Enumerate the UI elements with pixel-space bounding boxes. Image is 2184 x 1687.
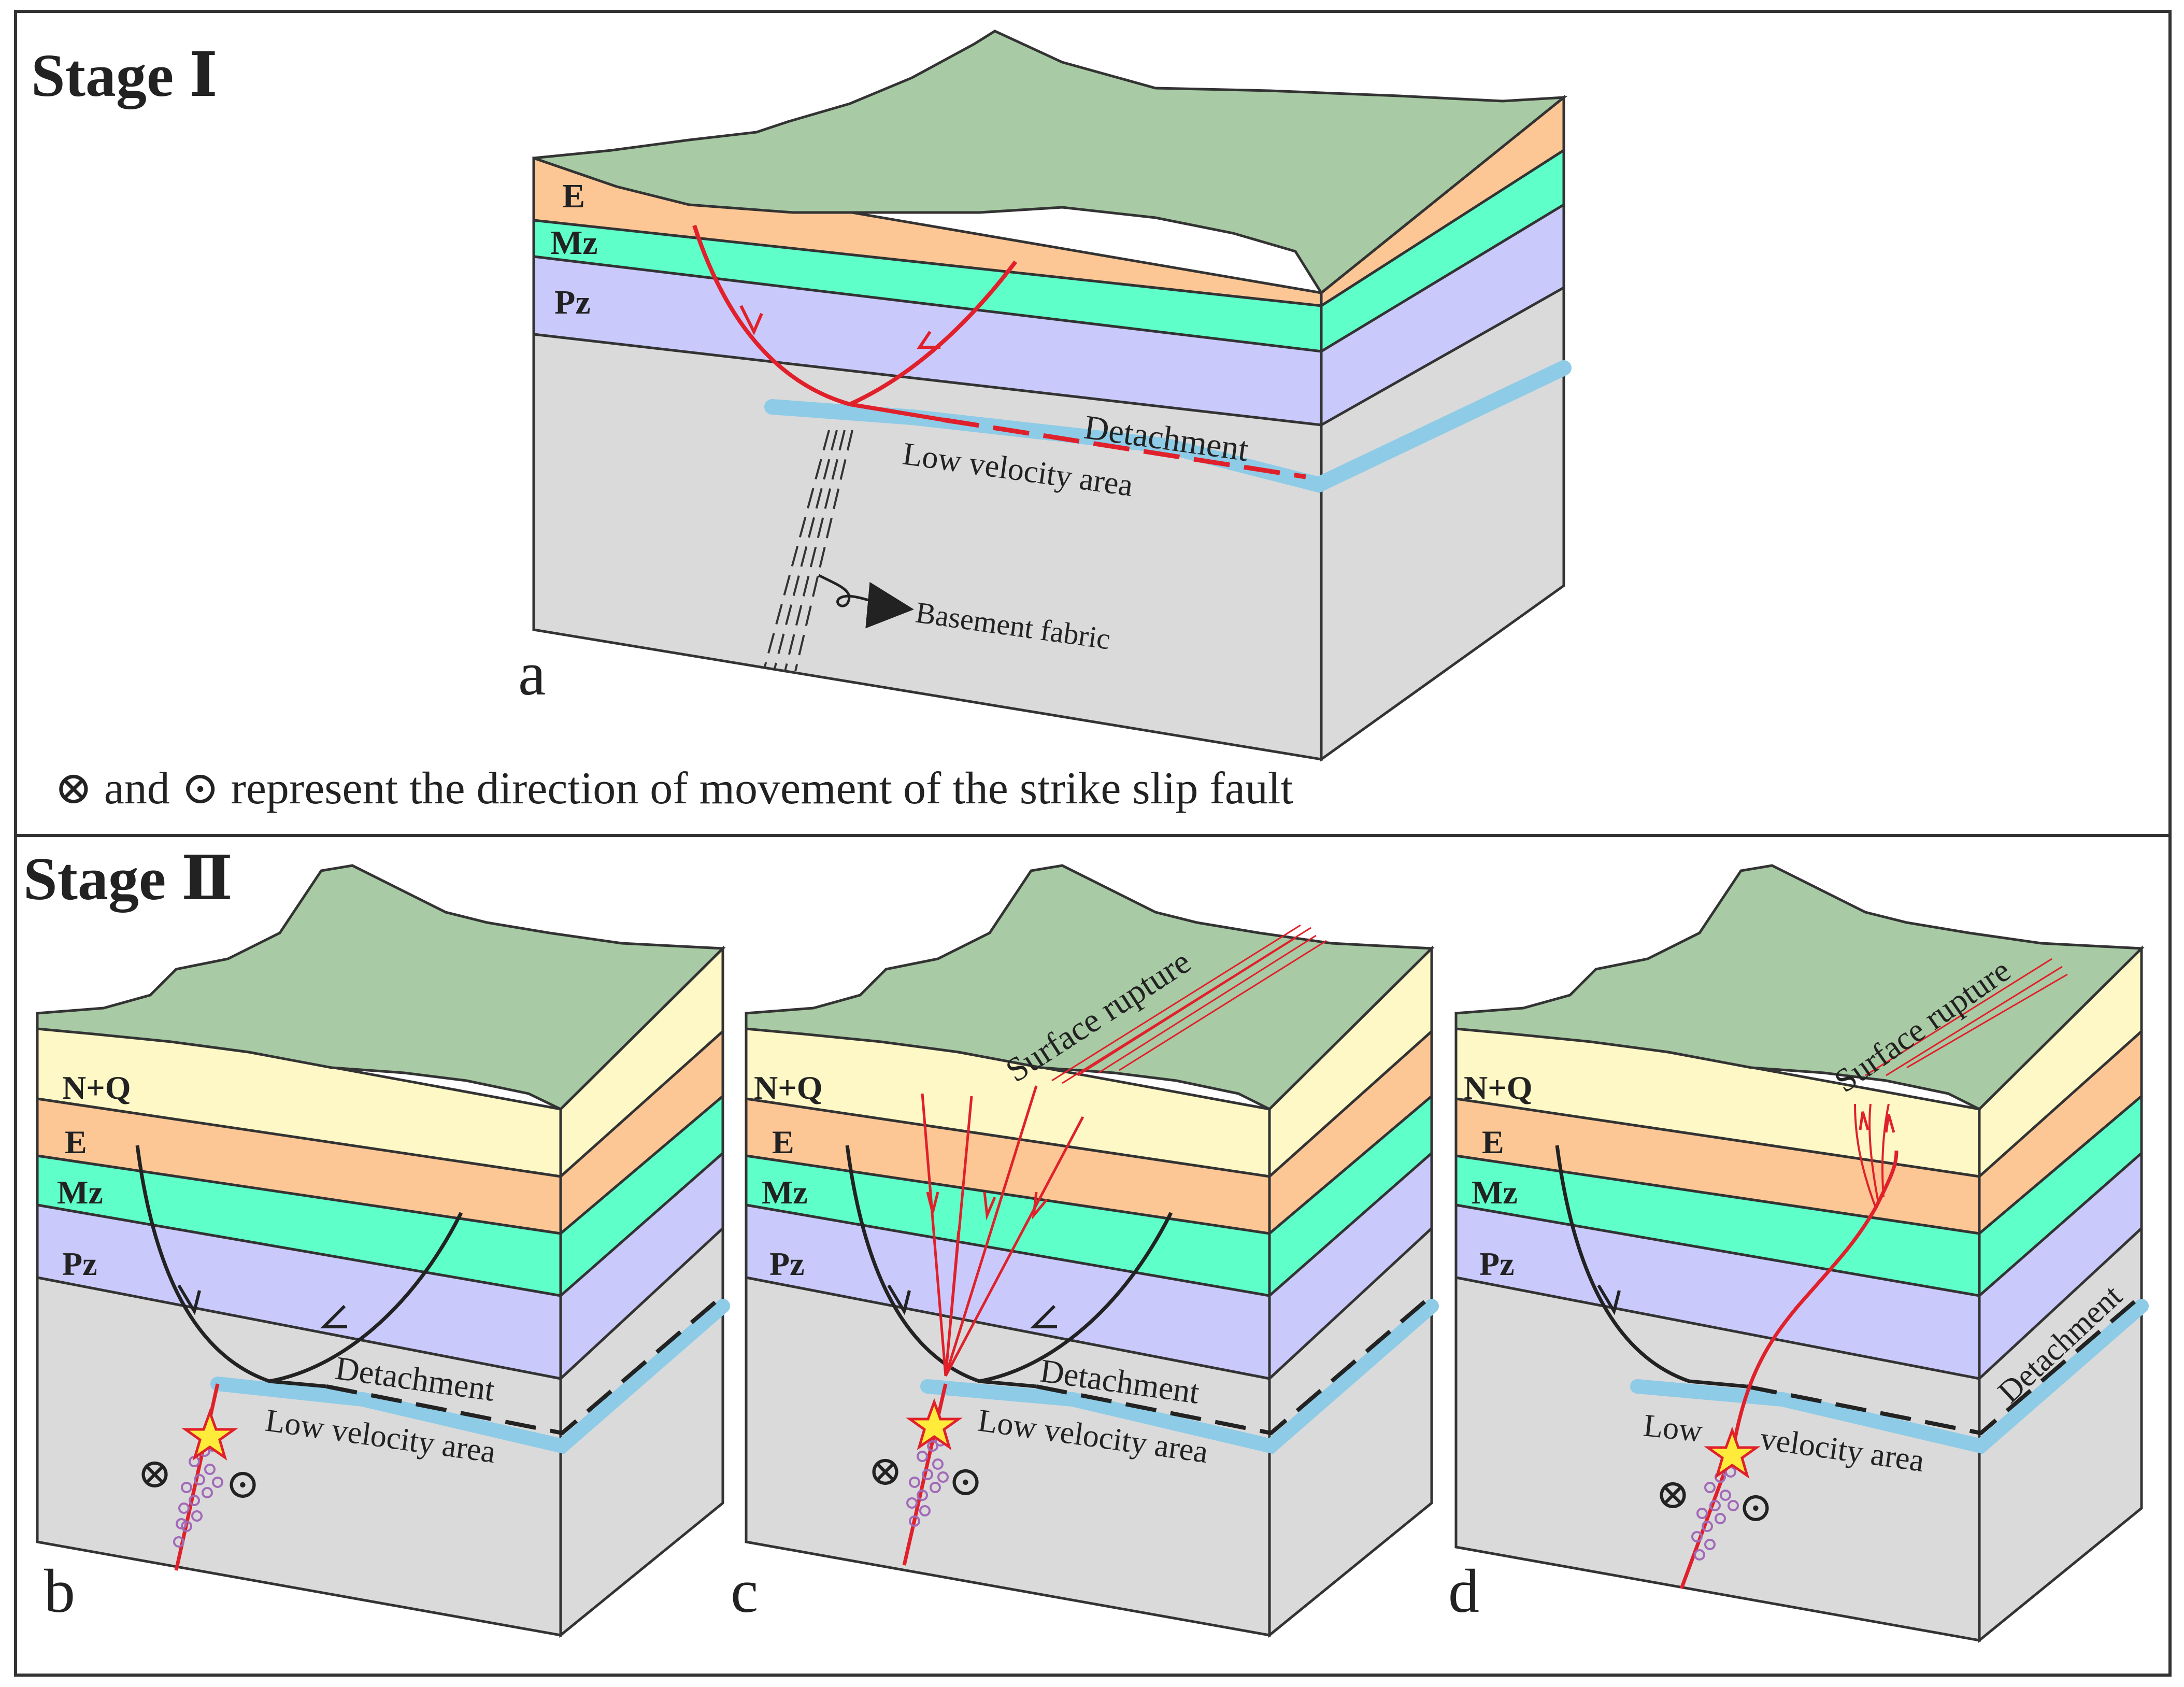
flower-structure-c [921, 1085, 1084, 1377]
side-base-b [559, 1225, 724, 1638]
low-velocity-d [1630, 1299, 2149, 1454]
flower-structure-d [1854, 1103, 1890, 1208]
panel-c: c [731, 1556, 758, 1625]
slip-arrow-a1 [739, 305, 763, 336]
fault-right-a [849, 260, 1018, 406]
label-pz-c: Pz [769, 1245, 805, 1282]
side-base-d [1978, 1225, 2143, 1643]
label-e-b: E [65, 1124, 87, 1160]
basement-arrow [818, 574, 914, 629]
detachment-line-d [1746, 1294, 2143, 1436]
label-pz-d: Pz [1479, 1245, 1515, 1282]
out-symbol-b: ⊙ [225, 1462, 260, 1507]
low-velocity-b [210, 1299, 730, 1454]
surface-rupture-lines-c [1051, 924, 1327, 1084]
fault-left-b [135, 1145, 327, 1388]
surface-rupture-lines-d [1865, 958, 2068, 1076]
detachment-line-a [943, 417, 1306, 479]
block-b: ⊗ ⊙ N+Q E Mz Pz Detachment Low velocity … [36, 864, 730, 1638]
detachment-line-b [326, 1294, 724, 1436]
epicenter-star-b [181, 1408, 238, 1461]
fault-left-d [1555, 1145, 1747, 1388]
top-surface-a [533, 30, 1568, 295]
label-mz-b: Mz [57, 1174, 103, 1211]
figure-frame [14, 10, 2172, 1677]
into-symbol-c: ⊗ [868, 1449, 903, 1494]
out-symbol-d: ⊙ [1738, 1485, 1773, 1530]
side-base-a [1320, 285, 1565, 762]
label-e-c: E [772, 1124, 794, 1160]
fault-right-b [269, 1212, 463, 1383]
into-symbol-d: ⊗ [1655, 1472, 1690, 1518]
slip-arrow-c2 [1030, 1305, 1057, 1328]
stage2-title: Stage Ⅱ [23, 845, 233, 913]
block-d: ⊗ ⊙ Surface rupture N+Q E Mz Pz Detachme… [1448, 864, 2149, 1643]
epicenter-star-c [906, 1398, 963, 1451]
block-c: ⊗ ⊙ Surface rupture N+Q E Mz Pz Detachme… [731, 864, 1439, 1638]
slip-arrow-b1 [177, 1284, 201, 1315]
label-e-a: E [562, 177, 585, 215]
label-pz-a: Pz [554, 283, 591, 321]
fault-left-c [845, 1145, 1037, 1388]
aftershocks-c [906, 1435, 949, 1527]
slip-arrow-a2 [917, 331, 940, 349]
detachment-line-c [1036, 1294, 1433, 1436]
label-mz-a: Mz [550, 224, 598, 262]
label-e-d: E [1482, 1124, 1504, 1160]
basement-fabric [763, 430, 853, 672]
slip-arrow-d1 [1597, 1284, 1621, 1315]
out-symbol-c: ⊙ [948, 1459, 983, 1505]
fault-right-c [979, 1212, 1173, 1383]
panel-d: d [1448, 1556, 1479, 1625]
stage1-title: Stage Ⅰ [31, 41, 218, 109]
block-a: E Mz Pz Detachment Low velocity area Bas… [518, 30, 1572, 762]
slip-arrow-d2 [1859, 1111, 1869, 1130]
label-lowvel-d-1: Low [1642, 1408, 1704, 1449]
into-symbol-b: ⊗ [137, 1451, 172, 1497]
epicenter-star-d [1704, 1426, 1761, 1479]
legend-text: ⊗ and ⊙ represent the direction of movem… [54, 763, 1293, 814]
slip-arrow-c3 [926, 1192, 939, 1213]
label-nq-b: N+Q [62, 1069, 131, 1106]
slip-arrow-c5 [1032, 1192, 1048, 1220]
label-pz-b: Pz [62, 1245, 97, 1282]
low-velocity-a [764, 360, 1572, 493]
panel-a: a [518, 639, 546, 708]
fault-curve-d [1731, 1150, 1898, 1449]
aftershocks-d [1691, 1466, 1739, 1561]
side-base-c [1268, 1225, 1433, 1638]
label-nq-d: N+Q [1464, 1069, 1532, 1106]
slip-arrow-b2 [320, 1305, 347, 1328]
panel-b: b [44, 1556, 75, 1625]
low-velocity-c [920, 1299, 1439, 1454]
slip-arrow-c4 [983, 1192, 996, 1221]
fault-left-a [692, 224, 944, 422]
label-nq-c: N+Q [754, 1069, 822, 1106]
slip-arrow-c1 [887, 1284, 911, 1315]
label-mz-c: Mz [762, 1174, 808, 1211]
slip-arrow-d3 [1885, 1114, 1895, 1133]
top-surface-b [36, 864, 726, 1111]
label-mz-d: Mz [1472, 1174, 1518, 1211]
top-surface-d [1454, 864, 2145, 1111]
